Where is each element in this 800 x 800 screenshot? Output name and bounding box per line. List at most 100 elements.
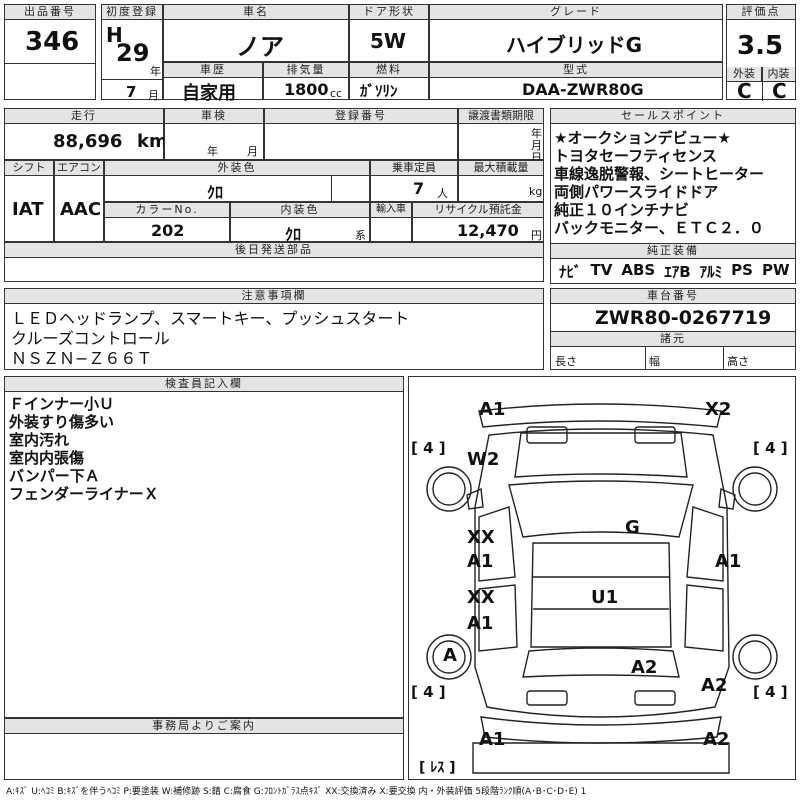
first-reg-label: 初度登録 [102,5,163,20]
fuel: ｶﾞｿﾘﾝ [360,82,398,100]
mark-rear-right: A2 [703,729,730,750]
sales-point-line: 車線逸脱警報、シートヒーター [554,165,765,183]
fuel-cell: 燃料 ｶﾞｿﾘﾝ [349,62,429,100]
door-label: ドア形状 [350,5,429,20]
mark-xx-1: XX [467,527,495,548]
height-label: 高さ [727,355,749,368]
mark-a1-left-1: A1 [467,551,494,572]
model-cell: 型式 DAA-ZWR80G [429,62,723,100]
sales-point-line: ★オークションデビュー★ [554,129,731,147]
load-cell: 最大積載量 kg [458,160,544,202]
inspection-cell: 車検 年 月 [164,108,264,160]
shift-cell: シフト IAT [4,160,54,242]
model-label: 型式 [430,63,723,78]
equipment-item: ｴｱB [664,263,691,281]
dims-label: 諸元 [551,331,796,347]
tire-front-right: [ 4 ] [753,439,788,457]
color-no: 202 [151,221,185,240]
spare-tire: [ ﾚｽ ] [419,760,456,776]
displacement-unit: cc [330,87,343,100]
notes-label: 注意事項欄 [5,289,544,304]
interior-grade: C [772,79,787,103]
capacity: 7 [413,179,425,198]
load-unit: kg [529,185,543,198]
ac-label: エアコン [55,161,104,176]
inspector-line: Ｆインナー小Ｕ [9,395,115,413]
interior-label: 内装 [762,67,796,82]
reg-no-label: 登録番号 [265,109,458,124]
car-diagram: A1 X2 W2 G XX A1 A1 XX A1 U1 A A2 A2 A1 … [408,376,796,780]
later-parts-label: 後日発送部品 [5,243,544,258]
inspector-line: 室内内張傷 [9,449,85,467]
reg-number-cell: 登録番号 [264,108,458,160]
month: 7 [126,83,137,101]
shift-label: シフト [5,161,54,176]
length-label: 長さ [555,355,577,368]
mark-a2-right: A2 [701,675,728,696]
office-label: 事務局よりご案内 [5,719,404,734]
interior-color-cell: 内装色 ｸﾛ 系 [230,202,370,244]
transfer-month-unit: 月 [531,139,542,152]
first-registration-cell: 初度登録 H 29 年 7 月 [101,4,163,102]
displacement: 1800 [284,80,329,99]
equipment-item: ABS [621,261,656,279]
office-cell: 事務局よりご案内 [4,718,404,780]
lot-number: 346 [25,27,80,57]
inspector-line: フェンダーライナーＸ [9,485,159,503]
color-cell: 外装色 ｸﾛ [104,160,370,203]
sales-point-line: 純正１０インチナビ [554,201,690,219]
mark-w2: W2 [467,449,500,470]
recycle: 12,470 [457,221,519,240]
inspector-line: 外装すり傷多い [9,413,115,431]
name-label: 車名 [164,5,349,20]
equipment-item: PS [731,261,753,279]
note-line: ＮＳＺＮ−Ｚ６６Ｔ [11,349,153,368]
tire-rear-left: [ 4 ] [411,683,446,701]
mark-g: G [625,517,640,538]
recycle-label: リサイクル預託金 [413,203,544,218]
inspection-label: 車検 [165,109,264,124]
car-outline-svg [426,403,778,774]
mark-a1-right: A1 [715,551,742,572]
transfer-deadline-cell: 譲渡書類期限 年 月 日 [458,108,544,164]
score-cell: 評価点 3.5 外装 内装 C C [726,4,796,103]
mark-xx-2: XX [467,587,495,608]
mark-front-left: A1 [479,399,506,420]
recycle-unit: 円 [531,229,542,242]
model: DAA-ZWR80G [522,80,644,99]
lot-label: 出品番号 [5,5,96,20]
history: 自家用 [182,83,236,104]
mark-u1: U1 [591,587,619,608]
recycle-cell: リサイクル預託金 12,470 円 [412,202,544,242]
displacement-cell: 排気量 1800 cc [263,62,349,100]
era: H [106,23,123,47]
year: 29 [116,39,150,67]
capacity-label: 乗車定員 [371,161,458,176]
equipment-list: ﾅﾋﾞ TV ABS ｴｱB ｱﾙﾐ PS PW [559,261,790,282]
tire-rear-right: [ 4 ] [753,683,788,701]
mark-a1-left-2: A1 [467,613,494,634]
inspector-cell: 検査員記入欄 Ｆインナー小Ｕ 外装すり傷多い 室内汚れ 室内内張傷 バンパー下Ａ… [4,376,404,718]
door-cell: ドア形状 5W [349,4,429,62]
equipment-item: PW [761,261,790,279]
mileage-cell: 走行 88,696 km [4,108,168,160]
mark-a: A [443,645,457,666]
grade-cell: グレード ハイブリッドG [429,4,723,62]
note-line: ＬＥＤヘッドランプ、スマートキー、プッシュスタート [11,309,410,328]
exterior-label: 外装 [727,67,762,82]
sales-point-line: トヨタセーフティセンス [554,147,717,165]
mileage-label: 走行 [5,109,164,124]
color-label: 外装色 [105,161,370,176]
color-no-label: カラーNo. [105,203,230,218]
chassis-number: ZWR80-0267719 [595,307,772,329]
ac-cell: エアコン AAC [54,160,104,242]
transfer-label: 譲渡書類期限 [459,109,544,124]
capacity-unit: 人 [437,187,448,200]
equipment-item: ﾅﾋﾞ [559,263,582,281]
equipment-item: ｱﾙﾐ [699,263,723,281]
later-parts-cell: 後日発送部品 [4,242,544,282]
history-cell: 車歴 自家用 [163,62,263,104]
exterior-grade: C [737,79,752,103]
inspection-month-unit: 月 [247,145,258,158]
history-label: 車歴 [164,63,263,78]
